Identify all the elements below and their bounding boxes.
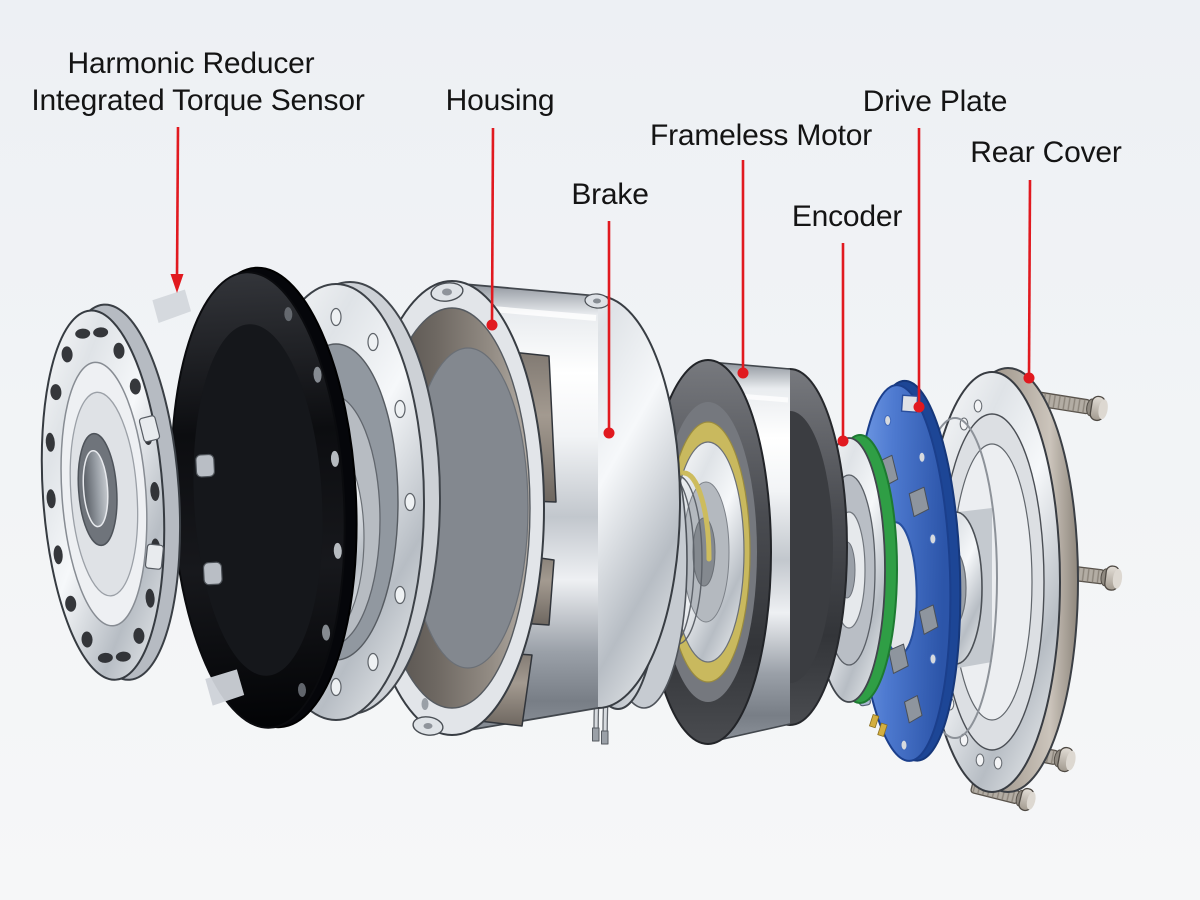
leader-dot-icon: [837, 435, 849, 447]
frameless-motor-part: [644, 359, 848, 745]
sensor-ring-studs: [195, 453, 223, 586]
label-rear-cover: Rear Cover: [970, 136, 1122, 169]
leader-encoder: [837, 243, 849, 447]
leader-harmonic: [170, 126, 184, 293]
sensor-ring-marks: [152, 289, 342, 706]
label-brake: Brake: [571, 178, 648, 211]
arrow-down-icon: [170, 274, 184, 293]
leader-dot-icon: [737, 367, 749, 379]
leader-dot-icon: [486, 319, 498, 331]
leader-rear-cover: [1023, 179, 1035, 384]
housing-part: [359, 280, 681, 736]
flange-rim-holes: [45, 327, 161, 663]
screw-icon: [1030, 390, 1108, 422]
leader-dot-icon: [913, 401, 925, 413]
leader-housing: [486, 127, 498, 331]
label-housing: Housing: [446, 84, 555, 117]
leader-dot-icon: [603, 427, 615, 439]
leader-drive-plate: [913, 128, 925, 413]
label-drive-plate: Drive Plate: [863, 85, 1008, 118]
output-flange-part: [40, 303, 182, 681]
leader-dot-icon: [1023, 372, 1035, 384]
drive-plate-contacts: [869, 714, 888, 737]
label-harmonic-line1: Harmonic Reducer: [68, 47, 315, 80]
label-frameless-motor: Frameless Motor: [650, 119, 872, 152]
leader-frameless-motor: [737, 160, 749, 379]
flange-clamp-tabs: [138, 415, 164, 570]
torque-sensor-ring-part: [152, 266, 358, 729]
rear-cover-part: [912, 367, 1079, 793]
leader-brake: [603, 221, 615, 439]
actuator-assembly: [40, 266, 1123, 812]
annotations: Harmonic Reducer Integrated Torque Senso…: [31, 47, 1122, 447]
label-harmonic-line2: Integrated Torque Sensor: [31, 84, 364, 117]
housing-ears: [412, 282, 610, 736]
label-encoder: Encoder: [792, 200, 903, 233]
